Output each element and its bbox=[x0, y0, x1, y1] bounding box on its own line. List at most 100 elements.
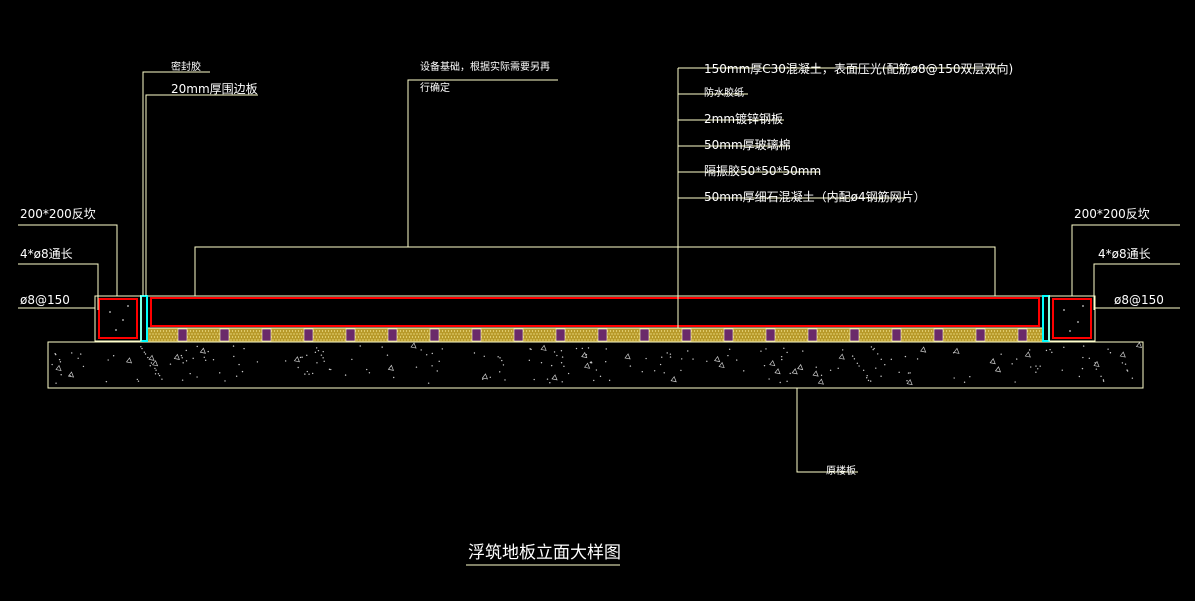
hatch-dot bbox=[483, 330, 486, 332]
hatch-dot bbox=[593, 333, 595, 335]
aggregate-dot bbox=[112, 355, 115, 357]
hatch-dot bbox=[662, 339, 664, 341]
hatch-dot bbox=[446, 339, 448, 341]
hatch-dot bbox=[708, 330, 711, 332]
hatch-dot bbox=[944, 333, 946, 335]
hatch-dot bbox=[504, 330, 507, 332]
aggregate-mark bbox=[148, 354, 155, 361]
hatch-dot bbox=[668, 333, 670, 335]
hatch-dot bbox=[872, 339, 874, 341]
hatch-dot bbox=[669, 330, 672, 332]
hatch-dot bbox=[834, 330, 837, 332]
hatch-dot bbox=[446, 333, 448, 335]
aggregate-dot bbox=[692, 358, 694, 360]
hatch-dot bbox=[888, 330, 891, 332]
hatch-dot bbox=[230, 333, 232, 335]
hatch-dot bbox=[161, 339, 163, 341]
hatch-dot bbox=[653, 339, 655, 341]
hatch-dot bbox=[705, 336, 708, 338]
hatch-dot bbox=[576, 336, 579, 338]
hatch-dot bbox=[969, 330, 972, 332]
hatch-dot bbox=[260, 333, 262, 335]
hatch-dot bbox=[417, 330, 420, 332]
hatch-dot bbox=[173, 333, 175, 335]
hatch-dot bbox=[329, 339, 331, 341]
hatch-dot bbox=[638, 339, 640, 341]
hatch-dot bbox=[672, 330, 675, 332]
hatch-dot bbox=[168, 336, 171, 338]
hatch-dot bbox=[972, 330, 975, 332]
hatch-dot bbox=[341, 333, 343, 335]
hatch-dot bbox=[737, 339, 739, 341]
hatch-dot bbox=[623, 333, 625, 335]
hatch-dot bbox=[548, 333, 550, 335]
hatch-dot bbox=[656, 333, 658, 335]
hatch-dot bbox=[510, 336, 513, 338]
hatch-dot bbox=[626, 333, 628, 335]
hatch-dot bbox=[710, 333, 712, 335]
aggregate-dot bbox=[581, 347, 584, 350]
hatch-dot bbox=[888, 336, 891, 338]
hatch-dot bbox=[998, 339, 1000, 341]
hatch-dot bbox=[428, 339, 430, 341]
hatch-dot bbox=[654, 336, 657, 338]
hatch-dot bbox=[870, 336, 873, 338]
hatch-dot bbox=[965, 339, 967, 341]
aggregate-dot bbox=[158, 374, 161, 377]
hatch-dot bbox=[413, 333, 415, 335]
hatch-dot bbox=[203, 333, 205, 335]
vibration-isolator bbox=[807, 328, 818, 342]
hatch-dot bbox=[255, 330, 258, 332]
hatch-dot bbox=[819, 330, 822, 332]
hatch-dot bbox=[531, 336, 534, 338]
aggregate-dot bbox=[952, 352, 955, 354]
label-right-curb: 200*200反坎 bbox=[1074, 207, 1150, 221]
aggregate-dot bbox=[820, 374, 823, 377]
aggregate-dot bbox=[906, 380, 908, 382]
hatch-dot bbox=[905, 339, 907, 341]
hatch-dot bbox=[756, 330, 759, 332]
aggregate-mark bbox=[670, 376, 677, 383]
hatch-dot bbox=[509, 333, 511, 335]
aggregate-dot bbox=[224, 380, 226, 382]
hatch-dot bbox=[711, 336, 714, 338]
hatch-dot bbox=[875, 333, 877, 335]
hatch-dot bbox=[381, 336, 384, 338]
aggregate-dot bbox=[815, 366, 817, 368]
hatch-dot bbox=[828, 336, 831, 338]
hatch-dot bbox=[482, 333, 484, 335]
hatch-dot bbox=[923, 333, 925, 335]
hatch-dot bbox=[876, 330, 879, 332]
hatch-dot bbox=[524, 333, 526, 335]
hatch-dot bbox=[735, 336, 738, 338]
hatch-dot bbox=[447, 336, 450, 338]
hatch-dot bbox=[213, 336, 216, 338]
hatch-dot bbox=[273, 330, 276, 332]
hatch-dot bbox=[869, 339, 871, 341]
hatch-dot bbox=[671, 333, 673, 335]
hatch-dot bbox=[792, 330, 795, 332]
hatch-dot bbox=[678, 330, 681, 332]
hatch-dot bbox=[449, 339, 451, 341]
hatch-dot bbox=[360, 330, 363, 332]
vibration-isolator bbox=[429, 328, 440, 342]
hatch-dot bbox=[363, 336, 366, 338]
aggregate-dot bbox=[299, 356, 302, 359]
hatch-dot bbox=[656, 339, 658, 341]
hatch-dot bbox=[536, 333, 538, 335]
hatch-dot bbox=[663, 336, 666, 338]
hatch-dot bbox=[455, 333, 457, 335]
hatch-dot bbox=[950, 333, 952, 335]
hatch-dot bbox=[885, 330, 888, 332]
hatch-dot bbox=[203, 339, 205, 341]
aggregate-mark bbox=[481, 373, 489, 380]
hatch-dot bbox=[797, 333, 799, 335]
hatch-dot bbox=[677, 339, 679, 341]
hatch-dot bbox=[1001, 333, 1003, 335]
hatch-dot bbox=[762, 336, 765, 338]
aggregate-dot bbox=[481, 378, 484, 380]
hatch-dot bbox=[713, 339, 715, 341]
hatch-dot bbox=[216, 336, 219, 338]
aggregate-dot bbox=[1121, 362, 1124, 364]
hatch-dot bbox=[1038, 336, 1041, 338]
